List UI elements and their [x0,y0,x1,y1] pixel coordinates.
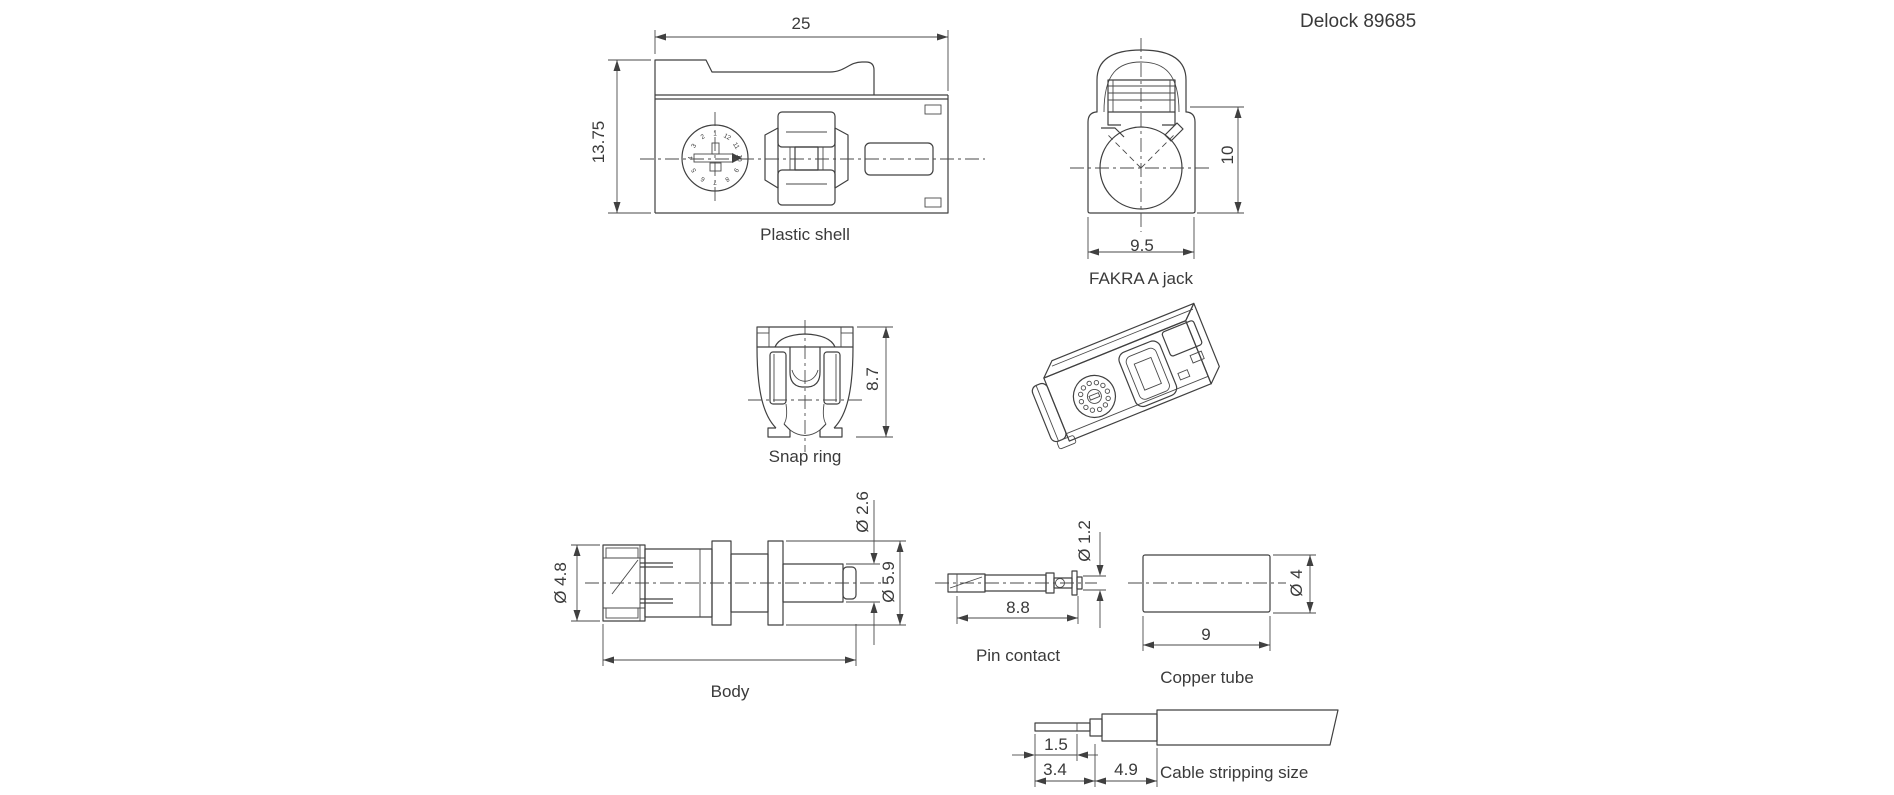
label-pin-contact: Pin contact [975,646,1061,665]
dial-number: 8 [723,175,730,183]
isometric-view-drawing [1031,302,1220,450]
dial-number: 2 [700,133,707,141]
dim-body-d-left: Ø 4.8 [551,562,570,604]
dim-strip-b: 3.4 [1043,760,1067,779]
dial-number: 3 [690,142,698,149]
dial-number: 5 [690,166,698,173]
label-copper-tube: Copper tube [1160,668,1254,687]
drawing-title: Delock 89685 [1300,11,1417,32]
dim-pin-length: 8.8 [1006,598,1030,617]
dial-number: 11 [731,141,741,151]
label-snap-ring: Snap ring [768,447,842,466]
dim-jack-height: 10 [1218,145,1237,165]
cable-stripping-drawing [1012,709,1339,787]
dial-number: 6 [699,175,706,183]
dim-tube-diameter: Ø 4 [1287,569,1306,597]
dim-shell-width: 25 [791,14,811,33]
label-fakra-jack: FAKRA A jack [1089,269,1193,288]
dim-strip-a: 1.5 [1044,735,1068,754]
dim-jack-width: 9.5 [1130,236,1154,255]
fakra-jack-drawing [1070,38,1244,259]
pin-contact-drawing [935,532,1106,628]
body-drawing [571,500,906,666]
label-cable-stripping: Cable stripping size [1160,763,1309,782]
label-body: Body [710,682,750,701]
dim-shell-height: 13.75 [589,120,608,164]
label-plastic-shell: Plastic shell [760,225,850,244]
dim-tube-length: 9 [1201,625,1211,644]
dim-snap-ring-height: 8.7 [863,367,882,391]
dim-body-d-small: Ø 2.6 [853,491,872,533]
dial-number: 9 [732,167,740,174]
snap-ring-drawing [748,320,893,452]
dim-body-d-big: Ø 5.9 [879,561,898,603]
dial-number: 4 [688,156,695,160]
dial-number: 1 [713,131,717,138]
dial-number: 12 [722,132,732,142]
dim-pin-diameter: Ø 1.2 [1075,520,1094,562]
copper-tube-drawing [1128,554,1316,651]
dim-strip-c: 4.9 [1114,760,1138,779]
dial-number: 10 [736,154,743,162]
